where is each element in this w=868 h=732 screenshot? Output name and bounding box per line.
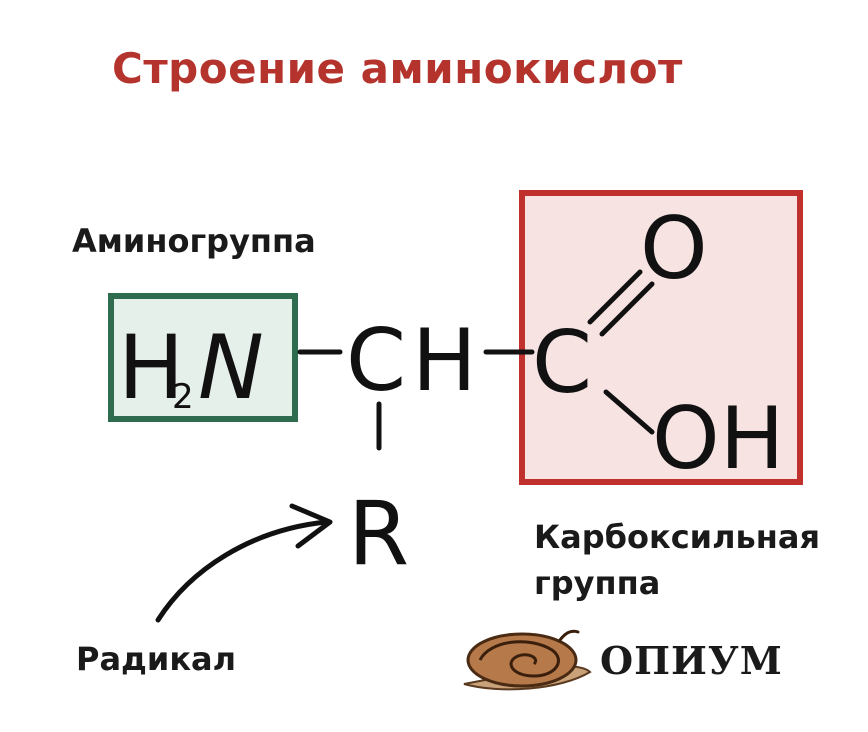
double-bond-2 [599, 281, 655, 337]
amino-group-box [108, 293, 298, 422]
brand-logo-text: ОПИУМ [600, 638, 783, 683]
formula-h-alpha: H [412, 311, 477, 411]
formula-c: C [346, 311, 406, 411]
carboxyl-label-line2: группа [534, 564, 661, 602]
carboxyl-label-line1: Карбоксильная [534, 518, 821, 556]
amino-group-label: Аминогруппа [72, 222, 316, 260]
bond-c-oh [603, 389, 655, 435]
radical-arrow [155, 519, 329, 623]
formula-n: N [198, 316, 264, 419]
formula-o: O [640, 199, 708, 299]
formula-oh: OH [652, 389, 784, 489]
formula-h: H [118, 316, 184, 419]
double-bond-1 [587, 269, 643, 325]
radical-arrow-head [289, 503, 333, 549]
carboxyl-group-box [519, 190, 803, 485]
page-title: Строение аминокислот [112, 44, 683, 93]
formula-subscript-2: 2 [172, 377, 194, 417]
formula-r: R [348, 482, 409, 585]
formula-c-carboxyl: C [532, 313, 592, 413]
carboxyl-group-label: Карбоксильная группа [534, 514, 820, 606]
radical-label: Радикал [76, 640, 237, 678]
snail-icon [463, 629, 592, 691]
